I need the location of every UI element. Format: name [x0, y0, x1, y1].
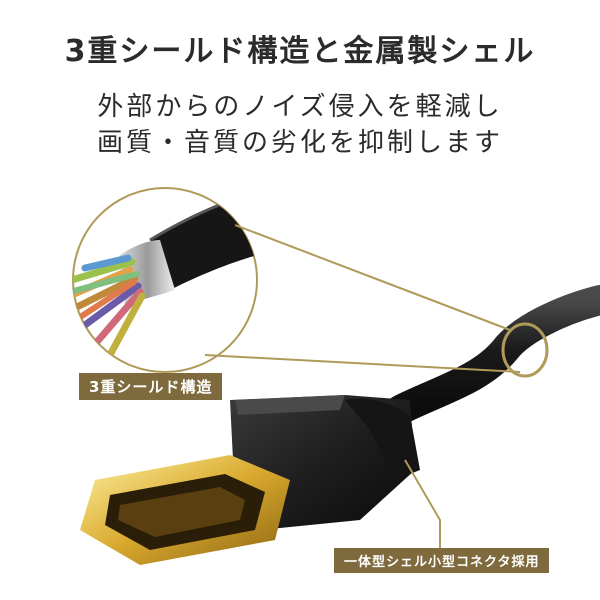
subtitle-line-1: 外部からのノイズ侵入を軽減し — [97, 92, 503, 122]
page-title: 3重シールド構造と金属製シェル — [64, 34, 536, 69]
cable-body — [385, 285, 600, 425]
shield-label: 3重シールド構造 — [79, 373, 223, 400]
cable-ring — [501, 322, 549, 378]
subtitle-line-2: 画質・音質の劣化を抑制します — [96, 128, 503, 158]
shell-label: 一体型シェル小型コネクタ採用 — [334, 548, 550, 573]
strain-relief — [345, 398, 420, 480]
zoom-callout-line — [234, 224, 511, 331]
shell-callout-line — [404, 459, 441, 560]
